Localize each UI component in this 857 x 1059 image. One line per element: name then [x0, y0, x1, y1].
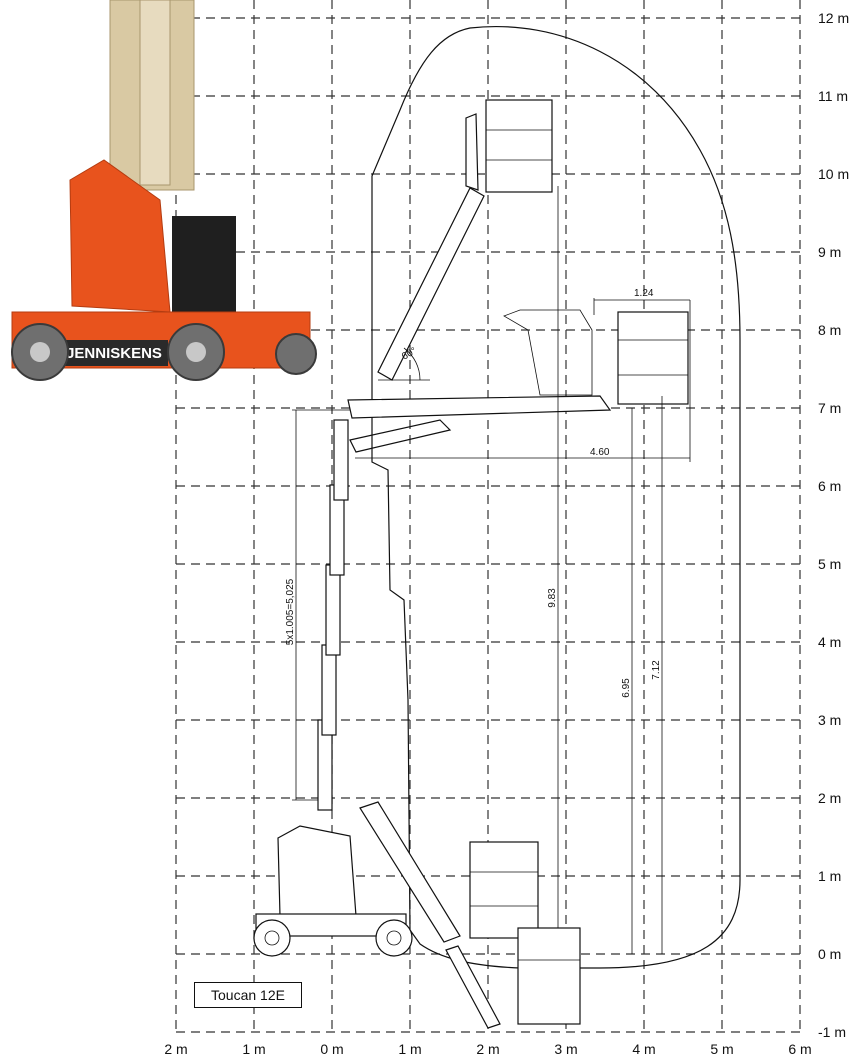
front-wheel-hub [386, 930, 402, 946]
x-tick-label: 4 m [632, 1041, 655, 1057]
upper-boom: 60° [377, 99, 553, 381]
lower-boom [359, 801, 581, 1029]
y-tick-label: 0 m [818, 946, 841, 962]
rear-wheel [253, 919, 291, 957]
photo-mast-inner [139, 0, 171, 186]
below-ground-platform [517, 927, 581, 1025]
mast-section [333, 419, 349, 501]
mast [317, 419, 349, 811]
lower-platform [469, 841, 539, 939]
max-height-label: 9.83 [547, 588, 558, 608]
below-ground-arm [445, 945, 501, 1029]
x-tick-label: 5 m [710, 1041, 733, 1057]
y-tick-label: 2 m [818, 790, 841, 806]
photo-rear-wheel-hub [30, 342, 50, 362]
product-photo: JENNISKENS [11, 0, 317, 381]
x-tick-label: 0 m [320, 1041, 343, 1057]
y-tick-label: 7 m [818, 400, 841, 416]
model-label: Toucan 12E [194, 982, 302, 1008]
height-a-label: 6.95 [621, 678, 632, 698]
photo-brand-text: JENNISKENS [66, 345, 162, 362]
y-tick-label: 10 m [818, 166, 849, 182]
platform-ghost [503, 309, 593, 396]
photo-counterweight [69, 159, 171, 313]
x-axis-labels: 2 m 1 m 0 m 1 m 2 m 3 m 4 m 5 m 6 m [164, 1041, 811, 1057]
height-dimensions: 9.83 6.95 7.12 [547, 186, 663, 966]
outreach-label: 4.60 [590, 447, 610, 458]
mast-dim-label: 5x1.005=5,025 [285, 578, 296, 645]
height-b-label: 7.12 [651, 660, 662, 680]
y-tick-label: 1 m [818, 868, 841, 884]
y-tick-label: 9 m [818, 244, 841, 260]
y-axis-labels: 12 m 11 m 10 m 9 m 8 m 7 m 6 m 5 m 4 m 3… [818, 10, 849, 1040]
upper-boom-arm [377, 187, 485, 381]
photo-control-box [172, 216, 236, 312]
x-tick-label: 2 m [164, 1041, 187, 1057]
mast-dimension: 5x1.005=5,025 [285, 409, 350, 801]
x-tick-label: 6 m [788, 1041, 811, 1057]
photo-front-wheel-hub [186, 342, 206, 362]
mast-section [321, 644, 337, 736]
y-tick-label: 6 m [818, 478, 841, 494]
chassis-body [277, 825, 357, 917]
y-tick-label: 8 m [818, 322, 841, 338]
base-machine [253, 825, 413, 957]
mast-section [325, 564, 341, 656]
y-tick-label: 5 m [818, 556, 841, 572]
platform-width-label: 1.24 [634, 288, 654, 299]
working-envelope [371, 25, 741, 969]
x-tick-label: 2 m [476, 1041, 499, 1057]
platform-basket [617, 311, 689, 405]
platform-outreach: 1.24 [503, 288, 690, 405]
lower-boom-arm [359, 801, 461, 943]
x-tick-label: 1 m [398, 1041, 421, 1057]
angle-arc [403, 347, 421, 381]
y-tick-label: -1 m [818, 1024, 846, 1040]
x-tick-label: 3 m [554, 1041, 577, 1057]
photo-brand-plate [60, 340, 168, 366]
rear-wheel-hub [264, 930, 280, 946]
upper-platform [485, 99, 553, 193]
jib [465, 113, 479, 191]
photo-wheel-right [275, 333, 317, 375]
x-tick-label: 1 m [242, 1041, 265, 1057]
boom-cylinder [349, 419, 452, 453]
front-wheel [375, 919, 413, 957]
y-tick-label: 3 m [818, 712, 841, 728]
horizontal-boom: 4.60 [347, 300, 691, 462]
boom-arm [347, 395, 612, 419]
y-tick-label: 11 m [818, 88, 848, 104]
y-tick-label: 12 m [818, 10, 849, 26]
y-tick-label: 4 m [818, 634, 841, 650]
